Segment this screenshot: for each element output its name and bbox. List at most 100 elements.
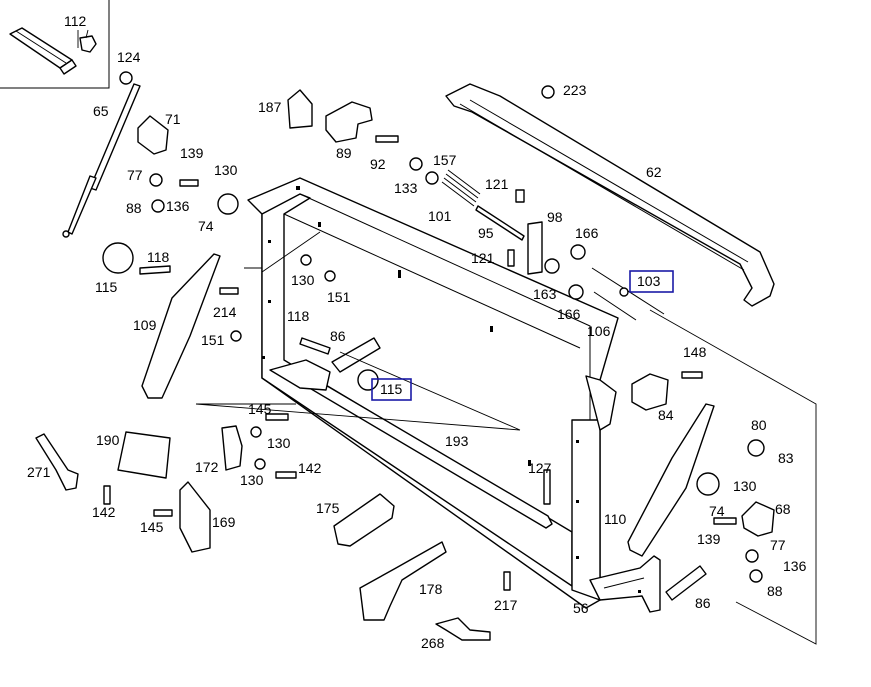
callout-80: 80 (751, 417, 767, 433)
callout-130-c: 130 (267, 435, 291, 451)
bracket-268 (435, 617, 491, 641)
callout-169: 169 (212, 514, 236, 530)
callout-121-lower: 121 (471, 250, 495, 266)
callout-118-mid: 118 (287, 308, 310, 324)
callout-151-mid: 151 (327, 289, 351, 305)
plate-172 (221, 425, 243, 471)
callout-89: 89 (336, 145, 352, 161)
plate-68 (741, 501, 775, 537)
callout-77-lower: 77 (770, 537, 786, 553)
hinge-84 (631, 373, 669, 411)
callout-74: 74 (198, 218, 214, 234)
callout-271: 271 (27, 464, 51, 480)
bracket-175 (333, 493, 395, 547)
callout-110: 110 (604, 511, 627, 527)
callout-214: 214 (213, 304, 237, 320)
callout-190: 190 (96, 432, 120, 448)
lever-arm-110 (627, 403, 715, 557)
callout-187: 187 (258, 99, 282, 115)
bracket-71 (137, 115, 169, 155)
callout-103: 103 (637, 273, 661, 289)
callout-84: 84 (658, 407, 674, 423)
knob-89 (325, 101, 373, 143)
callout-109: 109 (133, 317, 157, 333)
hinge-86b (665, 565, 707, 601)
callout-74-lower: 74 (709, 503, 725, 519)
callout-106: 106 (587, 323, 611, 339)
callout-223: 223 (563, 82, 587, 98)
reference-lines (195, 231, 817, 645)
callout-77: 77 (127, 167, 143, 183)
disc-115b (357, 369, 379, 391)
spring-101 (441, 169, 481, 207)
callout-157: 157 (433, 152, 457, 168)
callout-163: 163 (533, 286, 557, 302)
callout-121: 121 (485, 176, 509, 192)
callout-118: 118 (147, 249, 170, 265)
bracket-98 (527, 221, 543, 275)
gas-spring-65 (62, 83, 141, 238)
callout-labels: 112 124 65 71 139 130 77 136 88 74 118 1… (27, 13, 807, 651)
callout-92: 92 (370, 156, 386, 172)
callout-145: 145 (248, 401, 272, 417)
callout-98: 98 (547, 209, 563, 225)
callout-130-e: 130 (733, 478, 757, 494)
callout-95: 95 (478, 225, 494, 241)
callout-130-mid: 130 (291, 272, 315, 288)
inset-box-112 (0, 0, 110, 89)
callout-268: 268 (421, 635, 445, 651)
callout-145-lower: 145 (140, 519, 164, 535)
callout-142-lower: 142 (92, 504, 116, 520)
callout-178: 178 (419, 581, 443, 597)
callout-136: 136 (166, 198, 190, 214)
hinge-86a (331, 337, 381, 373)
bracket-190 (117, 431, 171, 479)
callout-65: 65 (93, 103, 109, 119)
callout-68: 68 (775, 501, 791, 517)
callout-130-d: 130 (240, 472, 264, 488)
callout-142: 142 (298, 460, 322, 476)
callout-115: 115 (95, 279, 118, 295)
hardware-group (103, 71, 765, 591)
callout-83: 83 (778, 450, 794, 466)
main-frame-56 (247, 177, 661, 613)
callout-139: 139 (180, 145, 204, 161)
callout-86: 86 (330, 328, 346, 344)
plate-169 (179, 481, 211, 553)
callout-86-lower: 86 (695, 595, 711, 611)
highlight-box-115[interactable] (371, 378, 412, 401)
callout-151: 151 (201, 332, 225, 348)
disc-74a (217, 193, 239, 215)
callout-127: 127 (528, 460, 552, 476)
cover-62 (445, 83, 775, 307)
callout-71: 71 (165, 111, 181, 127)
callout-136-lower: 136 (783, 558, 807, 574)
callout-62: 62 (646, 164, 662, 180)
callout-112: 112 (64, 13, 87, 29)
pin-118b (299, 337, 331, 355)
callout-139-lower: 139 (697, 531, 721, 547)
callout-166: 166 (575, 225, 599, 241)
callout-172: 172 (195, 459, 219, 475)
pin-118a (139, 265, 171, 275)
lever-arm-109 (141, 253, 221, 399)
bracket-187 (287, 89, 313, 129)
disc-115a (102, 242, 134, 274)
callout-175: 175 (316, 500, 340, 516)
callout-88: 88 (126, 200, 142, 216)
callout-56: 56 (573, 600, 589, 616)
callout-115-mid: 115 (380, 381, 403, 397)
bracket-arm (269, 359, 331, 391)
bracket-178 (359, 541, 447, 621)
callout-124: 124 (117, 49, 141, 65)
callout-101: 101 (428, 208, 452, 224)
disc-74b (696, 472, 720, 496)
callout-133: 133 (394, 180, 418, 196)
callout-88-lower: 88 (767, 583, 783, 599)
callout-148: 148 (683, 344, 707, 360)
highlight-box-103[interactable] (629, 270, 674, 293)
callout-217: 217 (494, 597, 518, 613)
bracket-271 (35, 433, 79, 491)
callout-166-lower: 166 (557, 306, 581, 322)
